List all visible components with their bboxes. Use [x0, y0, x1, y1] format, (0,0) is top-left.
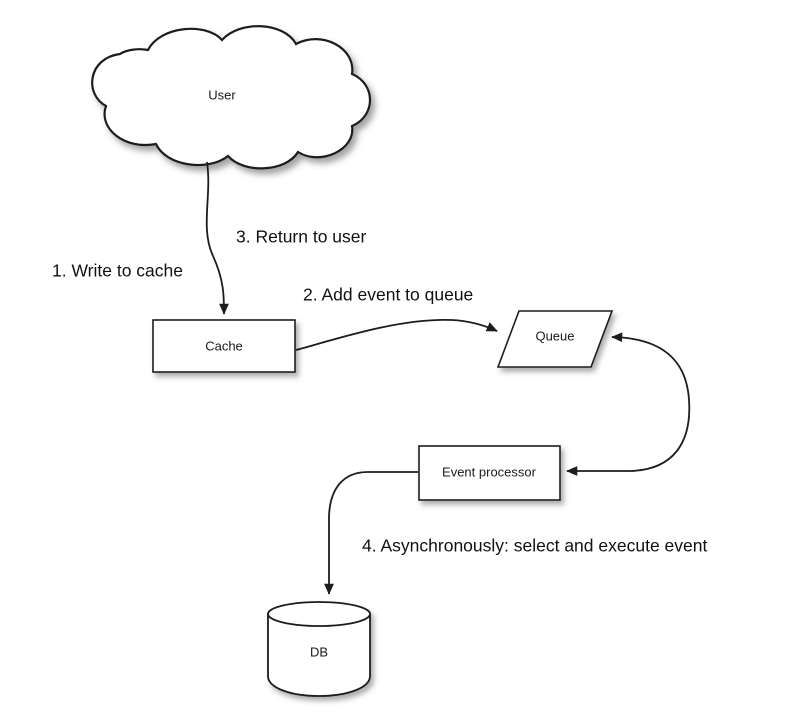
node-db[interactable]: DB	[267, 601, 371, 697]
edge-processor-to-db	[324, 471, 418, 595]
edge-user-to-cache	[205, 161, 229, 315]
node-db-label: DB	[310, 644, 328, 659]
node-event-processor-label: Event processor	[442, 464, 537, 479]
node-user-label: User	[208, 87, 236, 102]
edge-label-step3: 3. Return to user	[236, 227, 367, 247]
node-queue-label: Queue	[535, 328, 574, 343]
edge-queue-processor-loop	[566, 332, 691, 476]
edge-label-step4: 4. Asynchronously: select and execute ev…	[362, 536, 707, 556]
node-event-processor[interactable]: Event processor	[418, 445, 561, 501]
node-queue[interactable]: Queue	[496, 310, 614, 368]
node-cache-label: Cache	[205, 338, 243, 353]
node-user[interactable]: User	[91, 25, 372, 170]
edge-cache-to-queue	[295, 319, 498, 351]
edge-label-step1: 1. Write to cache	[52, 261, 183, 281]
node-cache[interactable]: Cache	[152, 319, 296, 373]
edge-label-step2: 2. Add event to queue	[303, 285, 473, 305]
